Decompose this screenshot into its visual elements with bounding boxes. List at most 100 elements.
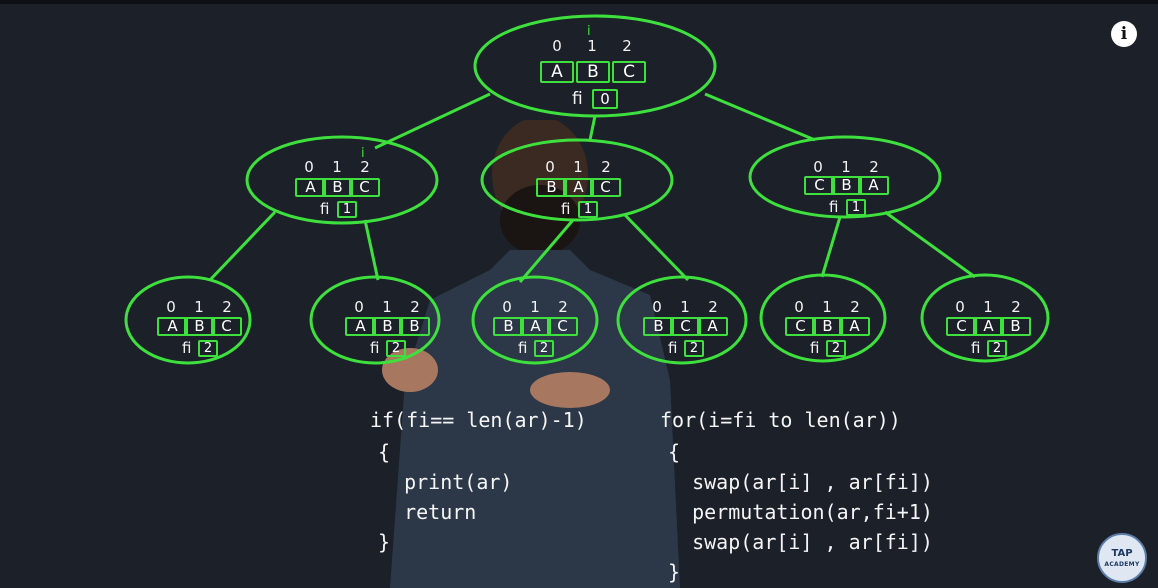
array-cell: C (946, 317, 977, 336)
fi-value: 1 (846, 199, 866, 216)
index-marker: i (587, 24, 591, 39)
node-l2-f: 0 1 2 C A B fi 2 (946, 296, 1036, 358)
array-cell: B (372, 317, 403, 336)
index-label: 2 (558, 298, 568, 316)
array-cell: B (493, 317, 524, 336)
code-line: } (378, 530, 391, 554)
array-cell: C (785, 317, 816, 336)
index-label: 1 (530, 298, 540, 316)
logo-subtext: ACADEMY (1104, 561, 1140, 568)
array-cell: A (540, 61, 574, 83)
fi-label: fi (370, 339, 380, 357)
node-l1-a: i 0 1 2 A B C fi 1 (295, 146, 395, 218)
edge-root-left (374, 92, 491, 150)
index-label: 1 (587, 37, 597, 55)
node-l2-d-outline (616, 275, 748, 365)
index-label: 0 (813, 158, 823, 176)
code-line: print(ar) (380, 470, 513, 494)
fi-value: 2 (684, 340, 704, 357)
top-strip (0, 0, 1158, 4)
info-icon: i (1120, 24, 1128, 44)
node-l1-c-outline (748, 135, 942, 219)
edge-l1a-l2b (363, 219, 380, 281)
node-root: i 0 1 2 A B C fi 0 (540, 24, 650, 114)
index-label: 1 (332, 158, 342, 176)
code-line: for(i=fi to len(ar)) (660, 408, 901, 432)
array-cell: B (184, 317, 215, 336)
index-label: 0 (502, 298, 512, 316)
index-label: 1 (841, 158, 851, 176)
node-l2-c-outline (471, 275, 599, 365)
edge-l1c-l2e (820, 216, 842, 278)
index-label: 1 (983, 298, 993, 316)
array-cell: B (399, 317, 430, 336)
index-label: 2 (360, 158, 370, 176)
array-cell: C (612, 61, 646, 83)
index-label: 1 (573, 158, 583, 176)
array-cell: A (157, 317, 188, 336)
info-button[interactable]: i (1111, 21, 1137, 47)
code-line: } (668, 560, 681, 584)
edge-root-right (704, 92, 816, 142)
array-cell: A (973, 317, 1004, 336)
code-line: swap(ar[i] , ar[fi]) (668, 470, 933, 494)
index-label: 0 (652, 298, 662, 316)
fi-label: fi (971, 339, 981, 357)
index-label: 0 (955, 298, 965, 316)
node-l1-b-outline (480, 138, 674, 222)
array-cell: B (812, 317, 843, 336)
fi-value: 2 (198, 340, 218, 357)
array-cell: C (349, 178, 380, 197)
node-root-outline (473, 14, 717, 118)
code-line: swap(ar[i] , ar[fi]) (668, 530, 933, 554)
index-label: 2 (850, 298, 860, 316)
index-label: 0 (304, 158, 314, 176)
edge-l1b-l2d (623, 213, 690, 282)
array-cell: B (536, 178, 567, 197)
index-label: 0 (552, 37, 562, 55)
array-cell: A (839, 317, 870, 336)
index-label: 0 (354, 298, 364, 316)
fi-label: fi (572, 89, 583, 109)
fi-label: fi (182, 339, 192, 357)
fi-value: 2 (987, 340, 1007, 357)
fi-label: fi (320, 200, 330, 218)
array-cell: B (643, 317, 674, 336)
index-label: 0 (794, 298, 804, 316)
array-cell: A (295, 178, 326, 197)
array-cell: B (1000, 317, 1031, 336)
edge-root-mid (588, 115, 597, 141)
index-label: 1 (822, 298, 832, 316)
fi-label: fi (518, 339, 528, 357)
index-label: 2 (601, 158, 611, 176)
index-label: 2 (622, 37, 632, 55)
node-l1-b: 0 1 2 B A C fi 1 (536, 146, 636, 218)
index-label: 2 (708, 298, 718, 316)
array-cell: A (520, 317, 551, 336)
array-cell: B (576, 61, 610, 83)
array-cell: C (211, 317, 242, 336)
node-l2-b-outline (309, 275, 441, 365)
array-cell: C (804, 176, 835, 195)
channel-logo[interactable]: TAP ACADEMY (1097, 533, 1147, 583)
array-cell: C (547, 317, 578, 336)
array-cell: A (563, 178, 594, 197)
index-label: 0 (166, 298, 176, 316)
edge-l1a-l2a (208, 210, 277, 282)
index-label: 2 (410, 298, 420, 316)
fi-value: 1 (337, 201, 357, 218)
array-cell: A (858, 176, 889, 195)
node-l2-a: 0 1 2 A B C fi 2 (157, 296, 247, 358)
index-label: 2 (222, 298, 232, 316)
index-label: 2 (1011, 298, 1021, 316)
node-l2-d: 0 1 2 B C A fi 2 (643, 296, 733, 358)
fi-label: fi (810, 339, 820, 357)
code-line: if(fi== len(ar)-1) (370, 408, 587, 432)
code-line: permutation(ar,fi+1) (668, 500, 933, 524)
array-cell: B (831, 176, 862, 195)
node-l2-e: 0 1 2 C B A fi 2 (785, 296, 875, 358)
index-label: 1 (194, 298, 204, 316)
edge-l1c-l2f (884, 210, 976, 279)
fi-label: fi (668, 339, 678, 357)
